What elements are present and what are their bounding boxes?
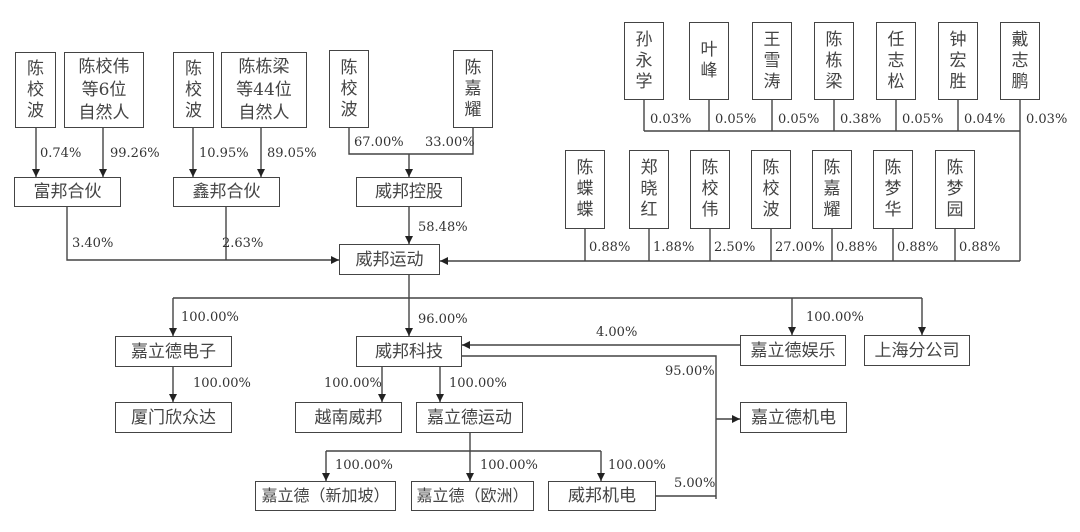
node-top-shareholder: 孙 永 学 (624, 22, 664, 100)
pct-top-shareholder: 0.38% (840, 112, 882, 127)
node-weibang-tech: 威邦科技 (356, 336, 462, 367)
node-weibang-holding: 威邦控股 (356, 177, 462, 207)
node-top-shareholder: 叶 峰 (689, 22, 729, 100)
pct-jsports-europe: 100.00% (480, 458, 538, 473)
node-xinbang-partnership: 鑫邦合伙 (173, 177, 280, 207)
pct-top-shareholder: 0.05% (902, 112, 944, 127)
pct-holding-sports: 58.48% (418, 220, 468, 235)
node-mid-shareholder: 陈 梦 园 (935, 150, 975, 229)
pct-tech-jialide-sports: 100.00% (449, 376, 507, 391)
node-chen-dongliang-group: 陈栋梁 等44位 自然人 (221, 52, 307, 128)
pct-sports-electronics: 100.00% (181, 310, 239, 325)
node-chen-xiaobo-fubang: 陈 校 波 (15, 52, 56, 128)
node-mid-shareholder: 陈 校 波 (751, 150, 791, 229)
pct-mid-shareholder: 27.00% (775, 240, 825, 255)
arrowhead (405, 328, 413, 336)
arrowhead (169, 328, 177, 336)
arrowhead (440, 257, 448, 265)
node-shanghai-branch: 上海分公司 (864, 335, 970, 366)
pct-fubang-sports: 3.40% (72, 236, 114, 251)
pct-xiaobo-fubang: 0.74% (40, 146, 82, 161)
pct-sports-entertainment: 100.00% (806, 310, 864, 325)
pct-mid-shareholder: 0.88% (959, 240, 1001, 255)
node-chen-xiaowei-group: 陈校伟 等6位 自然人 (64, 52, 144, 128)
arrowhead (918, 327, 926, 335)
pct-top-shareholder: 0.05% (715, 112, 757, 127)
node-jialide-entertainment: 嘉立德娱乐 (740, 335, 846, 366)
node-top-shareholder: 王 雪 涛 (752, 22, 792, 100)
node-jialide-electromech: 嘉立德机电 (740, 402, 847, 433)
node-top-shareholder: 钟 宏 胜 (938, 22, 978, 100)
node-jialide-electronics: 嘉立德电子 (115, 336, 232, 367)
node-mid-shareholder: 陈 嘉 耀 (812, 150, 852, 229)
pct-mid-shareholder: 0.88% (836, 240, 878, 255)
pct-entertainment-tech: 4.00% (596, 325, 638, 340)
pct-mid-shareholder: 0.88% (897, 240, 939, 255)
node-chen-xiaobo-xinbang: 陈 校 波 (173, 52, 214, 128)
node-top-shareholder: 陈 栋 梁 (814, 22, 854, 100)
arrowhead (189, 169, 197, 177)
node-weibang-sports: 威邦运动 (339, 244, 440, 275)
arrowhead (732, 415, 740, 423)
node-jialide-europe: 嘉立德（欧洲） (411, 481, 534, 511)
pct-electronics-xiamen: 100.00% (193, 376, 251, 391)
node-mid-shareholder: 陈 校 伟 (690, 150, 730, 229)
node-jialide-sports: 嘉立德运动 (416, 402, 523, 433)
pct-sports-tech: 96.00% (418, 312, 468, 327)
node-top-shareholder: 任 志 松 (876, 22, 916, 100)
node-mid-shareholder: 郑 晓 红 (629, 150, 669, 229)
node-mid-shareholder: 陈 梦 华 (873, 150, 913, 229)
node-weibang-electromech: 威邦机电 (548, 481, 656, 511)
arrowhead (331, 256, 339, 264)
arrowhead (466, 473, 474, 481)
connector (66, 207, 339, 261)
pct-xinbang-sports: 2.63% (222, 236, 264, 251)
node-vietnam-weibang: 越南威邦 (295, 402, 402, 433)
arrowhead (32, 169, 40, 177)
node-xiamen-xinzhongda: 厦门欣众达 (115, 402, 232, 433)
connector (348, 128, 474, 155)
pct-xiaowei-fubang: 99.26% (110, 146, 160, 161)
pct-jsports-singapore: 100.00% (335, 458, 393, 473)
pct-top-shareholder: 0.04% (964, 112, 1006, 127)
pct-mid-shareholder: 2.50% (714, 240, 756, 255)
pct-tech-electromech: 95.00% (665, 364, 715, 379)
pct-jsports-weibang-em: 100.00% (608, 458, 666, 473)
pct-weibang-em-electromech: 5.00% (674, 476, 716, 491)
pct-xiaobo-holding: 67.00% (354, 135, 404, 150)
pct-mid-shareholder: 0.88% (589, 240, 631, 255)
arrowhead (462, 341, 470, 349)
pct-mid-shareholder: 1.88% (653, 240, 695, 255)
node-mid-shareholder: 陈 蝶 蝶 (565, 150, 605, 229)
arrowhead (257, 169, 265, 177)
arrowhead (322, 473, 330, 481)
node-top-shareholder: 戴 志 鹏 (1000, 22, 1040, 100)
arrowhead (169, 394, 177, 402)
pct-tech-vietnam: 100.00% (324, 376, 382, 391)
node-fubang-partnership: 富邦合伙 (14, 177, 121, 207)
arrowhead (597, 473, 605, 481)
pct-top-shareholder: 0.05% (778, 112, 820, 127)
node-chen-jiayao-holding: 陈 嘉 耀 (453, 50, 493, 128)
arrowhead (99, 169, 107, 177)
arrowhead (378, 394, 386, 402)
node-chen-xiaobo-holding: 陈 校 波 (329, 50, 369, 128)
arrowhead (788, 327, 796, 335)
arrowhead (405, 236, 413, 244)
pct-top-shareholder: 0.03% (650, 112, 692, 127)
pct-jiayao-holding: 33.00% (425, 135, 475, 150)
node-jialide-singapore: 嘉立德（新加坡） (255, 481, 396, 511)
arrowhead (436, 394, 444, 402)
connector (462, 355, 717, 499)
pct-xiaobo-xinbang: 10.95% (199, 146, 249, 161)
arrowhead (405, 169, 413, 177)
pct-top-shareholder: 0.03% (1026, 112, 1068, 127)
pct-dongliang-xinbang: 89.05% (267, 146, 317, 161)
